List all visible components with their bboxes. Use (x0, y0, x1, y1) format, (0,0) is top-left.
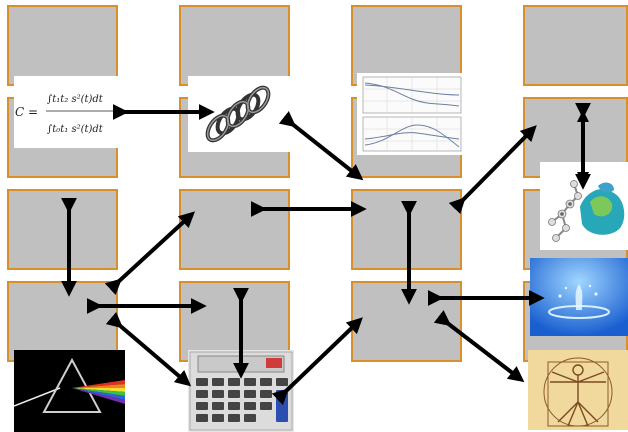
arrow-spring-hub (278, 111, 364, 181)
spring-icon (205, 85, 271, 143)
tile-r4-c1 (7, 281, 118, 362)
tile-r1-c1 (7, 5, 118, 86)
molecule-icon (548, 180, 625, 242)
vitruvian-image (528, 350, 628, 430)
vitruvian-man-icon (528, 350, 628, 430)
arrow-hub-upper-right (448, 125, 537, 215)
arrow-calc-hub (271, 317, 363, 406)
molecule-image (540, 162, 628, 250)
formula-image: C = ∫t₁t₂ s²(t)dt ∫t₀t₁ s²(t)dt (14, 76, 119, 148)
formula-lhs: C = (15, 105, 38, 119)
water-drop-image (530, 258, 628, 336)
arrow-thin-head-bottom (577, 172, 589, 184)
tile-r1-c4 (523, 5, 628, 86)
frequency-plot-icon (362, 76, 462, 152)
formula-denominator: ∫t₀t₁ s²(t)dt (47, 124, 104, 135)
arrow-left-diagonal-down (105, 311, 192, 387)
arrow-thin-head-top (577, 110, 589, 122)
arrow-left-diagonal-up (104, 211, 196, 296)
plot-image (357, 73, 464, 155)
formula-svg: C = ∫t₁t₂ s²(t)dt ∫t₀t₁ s²(t)dt (15, 94, 118, 135)
tile-r1-c2 (179, 5, 290, 86)
arrow-hub-vitruvian (433, 310, 525, 383)
water-splash-icon (530, 258, 628, 336)
formula-numerator: ∫t₁t₂ s²(t)dt (47, 94, 104, 105)
